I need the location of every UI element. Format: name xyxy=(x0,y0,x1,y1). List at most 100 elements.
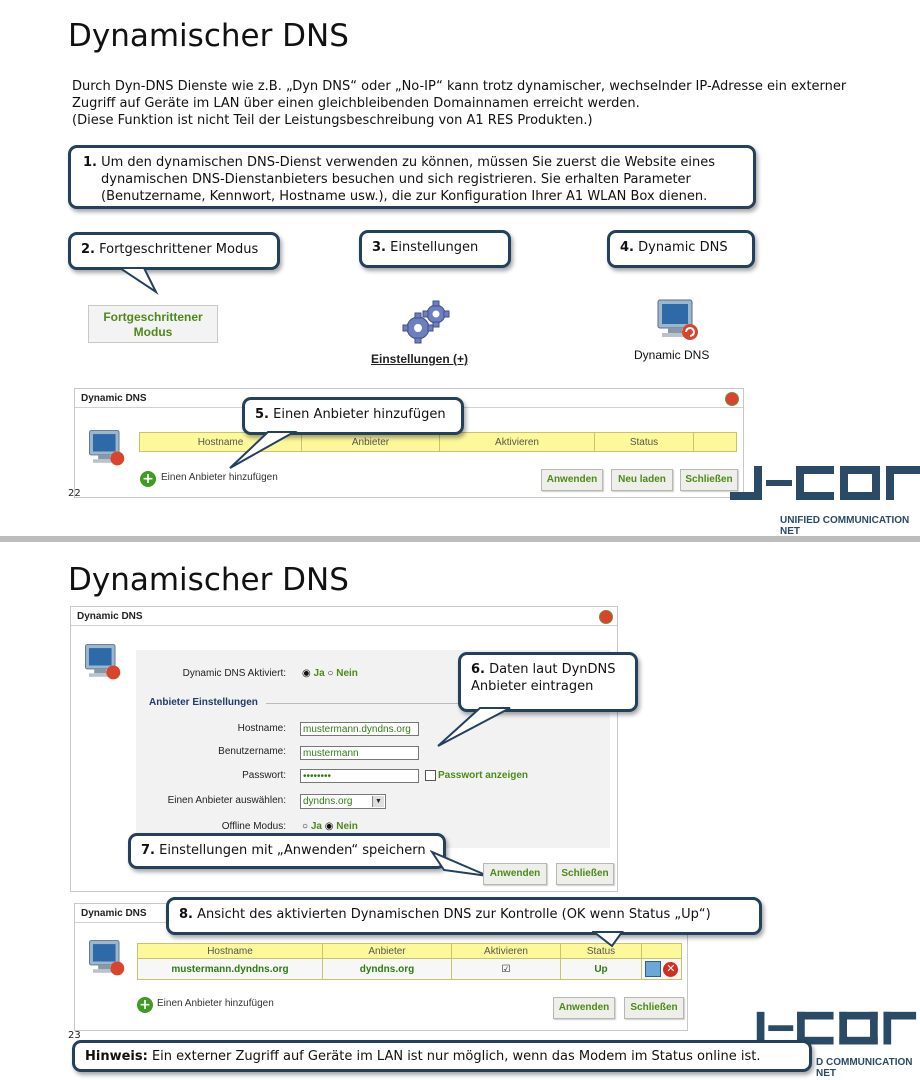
intro-line: (Diese Funktion ist nicht Teil der Leist… xyxy=(72,113,593,128)
refresh-icon[interactable] xyxy=(725,392,739,406)
row-actions: ✕ xyxy=(641,958,682,980)
column-header: Aktivieren xyxy=(451,943,561,959)
step-number: 3. xyxy=(372,240,386,255)
hint-box: Hinweis: Ein externer Zugriff auf Geräte… xyxy=(72,1040,812,1072)
logo xyxy=(756,1011,917,1045)
slide1-intro: Durch Dyn-DNS Dienste wie z.B. „Dyn DNS“… xyxy=(72,78,902,129)
callout-step1: 1. Um den dynamischen DNS-Dienst verwend… xyxy=(68,145,756,209)
show-password-checkbox[interactable] xyxy=(425,770,436,781)
username-input[interactable]: mustermann xyxy=(300,746,419,760)
step-number: 8. xyxy=(179,907,193,922)
logo-tagline: UNIFIED COMMUNICATION NET xyxy=(780,515,910,537)
step-text: dynamischen DNS-Dienstanbieters besuchen… xyxy=(101,172,691,187)
step-text: Um den dynamischen DNS-Dienst verwenden … xyxy=(96,155,716,170)
plus-icon[interactable]: + xyxy=(137,997,153,1013)
callout-step4: 4. Dynamic DNS xyxy=(607,230,755,268)
provider-table-header: Hostname Anbieter Aktivieren Status xyxy=(139,432,737,452)
slide2-title: Dynamischer DNS xyxy=(68,562,349,598)
reload-button[interactable]: Neu laden xyxy=(611,469,673,491)
refresh-icon[interactable] xyxy=(599,610,613,624)
logo xyxy=(730,466,920,500)
close-button[interactable]: Schließen xyxy=(680,469,738,491)
provider-select-value: dyndns.org xyxy=(303,796,353,807)
intro-line: Durch Dyn-DNS Dienste wie z.B. „Dyn DNS“… xyxy=(72,79,847,94)
step-text: Anbieter eintragen xyxy=(471,679,594,694)
apply-button[interactable]: Anwenden xyxy=(541,469,603,491)
button-label: Modus xyxy=(133,325,173,339)
radio-yes[interactable]: ○ xyxy=(302,821,309,832)
offline-mode-radios: ○ Ja ◉ Nein xyxy=(302,821,358,832)
callout-pointer xyxy=(120,267,159,295)
intro-line: Zugriff auf Geräte im LAN über einen gle… xyxy=(72,96,640,111)
add-provider-link[interactable]: Einen Anbieter hinzufügen xyxy=(157,998,274,1009)
password-input[interactable]: •••••••• xyxy=(300,769,419,783)
radio-no[interactable]: ○ xyxy=(327,668,334,679)
callout-pointer xyxy=(437,707,511,747)
radio-label: Nein xyxy=(336,821,358,832)
radio-yes-checked[interactable]: ◉ xyxy=(302,668,311,679)
step-number: 6. xyxy=(471,662,485,677)
cell-provider: dyndns.org xyxy=(322,958,452,980)
close-button[interactable]: Schließen xyxy=(556,863,614,885)
close-button[interactable]: Schließen xyxy=(624,997,684,1019)
column-header: Hostname xyxy=(137,943,323,959)
username-label: Benutzername: xyxy=(218,746,286,757)
column-header: Status xyxy=(594,432,694,452)
callout-step7: 7. Einstellungen mit „Anwenden“ speicher… xyxy=(128,833,446,869)
delete-icon[interactable]: ✕ xyxy=(663,961,679,977)
step-number: 5. xyxy=(255,407,269,422)
apply-button[interactable]: Anwenden xyxy=(483,863,547,885)
monitor-icon xyxy=(85,644,121,680)
hostname-input[interactable]: mustermann.dyndns.org xyxy=(300,722,419,736)
step-number: 1. xyxy=(83,155,97,170)
slide1-title: Dynamischer DNS xyxy=(68,18,349,54)
step-number: 2. xyxy=(81,242,95,257)
button-label: Fortgeschrittener xyxy=(103,310,203,324)
ddns-enabled-radios: ◉ Ja ○ Nein xyxy=(302,668,358,679)
chevron-down-icon[interactable]: ▼ xyxy=(372,796,384,807)
radio-label: Nein xyxy=(336,668,358,679)
page-number: 23 xyxy=(68,1030,81,1041)
provider-select[interactable]: dyndns.org ▼ xyxy=(300,794,386,809)
step-text: (Benutzername, Kennwort, Hostname usw.),… xyxy=(101,189,708,204)
hint-label: Hinweis: xyxy=(85,1049,148,1064)
callout-step6: 6. Daten laut DynDNS Anbieter eintragen xyxy=(458,652,638,712)
step-text: Einen Anbieter hinzufügen xyxy=(268,407,446,422)
step-text: Einstellungen mit „Anwenden“ speichern xyxy=(154,843,426,858)
cell-status: Up xyxy=(560,958,642,980)
monitor-icon xyxy=(89,430,125,466)
radio-label: Ja xyxy=(313,668,325,679)
plus-icon[interactable]: + xyxy=(140,471,156,487)
ddns-enabled-label: Dynamic DNS Aktiviert: xyxy=(182,668,286,679)
gear-icon[interactable] xyxy=(400,298,452,346)
step-number: 4. xyxy=(620,240,634,255)
callout-step2: 2. Fortgeschrittener Modus xyxy=(68,232,280,270)
hint-text: Ein externer Zugriff auf Geräte im LAN i… xyxy=(147,1049,761,1064)
cell-hostname: mustermann.dyndns.org xyxy=(137,958,323,980)
column-header: Anbieter xyxy=(322,943,452,959)
edit-icon[interactable] xyxy=(644,961,661,977)
callout-step8: 8. Ansicht des aktivierten Dynamischen D… xyxy=(166,897,762,935)
table-row: mustermann.dyndns.org dyndns.org ☑ Up ✕ xyxy=(137,958,682,980)
callout-step3: 3. Einstellungen xyxy=(359,230,511,268)
settings-link[interactable]: Einstellungen (+) xyxy=(371,352,469,366)
password-label: Passwort: xyxy=(242,770,286,781)
panel-title: Dynamic DNS xyxy=(81,393,147,404)
offline-mode-label: Offline Modus: xyxy=(221,821,286,832)
panel-title: Dynamic DNS xyxy=(77,611,143,622)
page-number: 22 xyxy=(68,488,81,499)
callout-pointer xyxy=(592,931,624,948)
radio-no-checked[interactable]: ◉ xyxy=(324,821,334,832)
status-table: Hostname Anbieter Aktivieren Status must… xyxy=(137,943,682,980)
callout-pointer xyxy=(229,431,298,469)
active-checkbox[interactable]: ☑ xyxy=(451,958,561,980)
add-provider-link[interactable]: Einen Anbieter hinzufügen xyxy=(161,472,278,483)
step-text: Einstellungen xyxy=(385,240,479,255)
monitor-icon[interactable] xyxy=(654,298,700,342)
section-label: Anbieter Einstellungen xyxy=(149,697,258,708)
step-text: Dynamic DNS xyxy=(633,240,728,255)
advanced-mode-button[interactable]: Fortgeschrittener Modus xyxy=(88,305,218,343)
callout-pointer xyxy=(430,850,489,877)
column-header: Anbieter xyxy=(301,432,440,452)
apply-button[interactable]: Anwenden xyxy=(553,997,615,1019)
